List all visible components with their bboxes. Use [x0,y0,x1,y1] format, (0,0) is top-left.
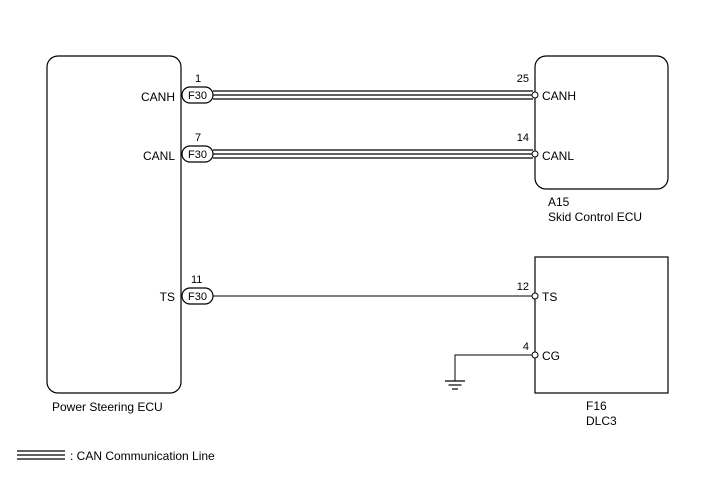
pin-number-11: 11 [191,274,202,286]
pin-number-1: 1 [195,73,201,85]
legend-can-line-icon [17,450,65,460]
dlc3-code: F16 [586,399,607,413]
ps-ecu-pin-canh: CANH [141,90,175,104]
ground-wire [454,354,532,381]
pin-number-4: 4 [523,341,529,353]
connector-f30-canl-label: F30 [188,149,207,161]
terminal-ts [531,292,539,300]
connector-f30-canh: F30 [181,86,214,104]
skid-ecu-pin-canh: CANH [542,89,576,103]
pin-number-14: 14 [517,132,529,144]
skid-control-ecu-box [534,55,669,190]
ground-icon [445,380,465,390]
skid-control-ecu-label: Skid Control ECU [548,210,642,224]
legend-label: : CAN Communication Line [70,449,215,463]
ps-ecu-pin-canl: CANL [143,149,175,163]
power-steering-ecu-label: Power Steering ECU [52,400,163,414]
connector-f30-canh-label: F30 [188,90,207,102]
skid-ecu-pin-canl: CANL [542,149,574,163]
pin-number-25: 25 [517,73,529,85]
canh-line [213,90,533,100]
pin-number-7: 7 [195,132,201,144]
canl-line [213,149,533,159]
terminal-canh [531,91,539,99]
connector-f30-ts-label: F30 [188,291,207,303]
dlc3-box [534,256,669,394]
skid-control-ecu-code: A15 [548,195,570,209]
connector-f30-ts: F30 [181,287,214,305]
ps-ecu-pin-ts: TS [160,290,175,304]
dlc3-label: DLC3 [586,414,617,428]
dlc3-pin-cg: CG [542,349,560,363]
connector-f30-canl: F30 [181,145,214,163]
power-steering-ecu-box [46,55,182,394]
pin-number-12: 12 [517,281,529,293]
terminal-cg [531,351,539,359]
terminal-canl [531,150,539,158]
dlc3-pin-ts: TS [542,290,557,304]
